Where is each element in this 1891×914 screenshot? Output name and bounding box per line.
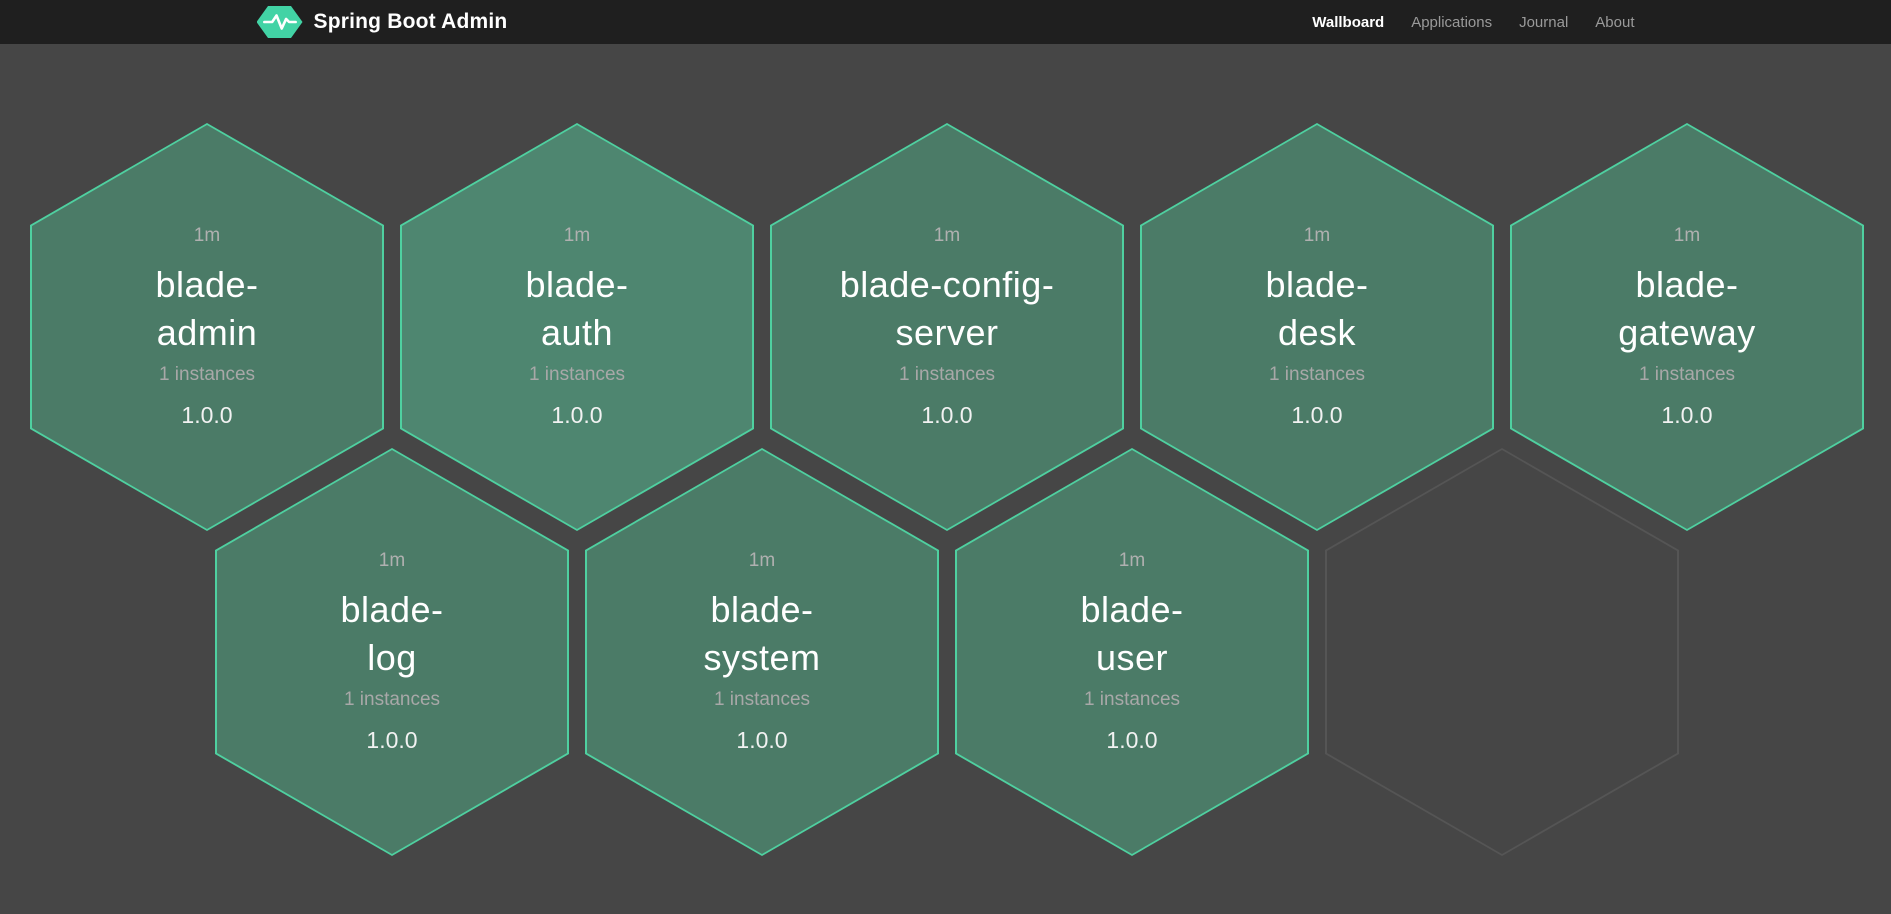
hexagon-body: 1m blade- log 1 instances 1.0.0	[217, 450, 567, 854]
app-hexagon-blade-user[interactable]: 1m blade- user 1 instances 1.0.0	[955, 448, 1309, 856]
uptime-label: 1m	[378, 550, 406, 571]
app-name: blade- system	[703, 586, 820, 682]
nav-item-about[interactable]: About	[1595, 13, 1635, 31]
app-name-line: gateway	[1618, 312, 1756, 353]
instances-label: 1 instances	[158, 364, 256, 385]
uptime-label: 1m	[563, 225, 591, 246]
app-name: blade- gateway	[1618, 261, 1756, 357]
version-label: 1.0.0	[736, 727, 788, 753]
app-name-line: blade-	[155, 264, 259, 305]
uptime-label: 1m	[1673, 225, 1701, 246]
hexagon-body: 1m blade-config- server 1 instances 1.0.…	[772, 125, 1122, 529]
navbar-container: Spring Boot Admin Wallboard Applications…	[256, 6, 1635, 38]
app-name-line: blade-	[1265, 264, 1369, 305]
wallboard: 1m blade- admin 1 instances 1.0.0 1m bla…	[0, 44, 1891, 914]
app-hexagon-blade-config-server[interactable]: 1m blade-config- server 1 instances 1.0.…	[770, 123, 1124, 531]
version-label: 1.0.0	[1291, 402, 1343, 428]
app-name-line: blade-	[710, 589, 814, 630]
app-hexagon-blade-log[interactable]: 1m blade- log 1 instances 1.0.0	[215, 448, 569, 856]
app-hexagon-blade-gateway[interactable]: 1m blade- gateway 1 instances 1.0.0	[1510, 123, 1864, 531]
hexagon-body: 1m blade- admin 1 instances 1.0.0	[32, 125, 382, 529]
empty-placeholder-hexagon	[1325, 448, 1679, 856]
app-name: blade- log	[340, 586, 443, 682]
hexagon-body	[1327, 450, 1677, 854]
uptime-label: 1m	[1118, 550, 1146, 571]
version-label: 1.0.0	[551, 402, 603, 428]
brand-link[interactable]: Spring Boot Admin	[256, 6, 508, 38]
version-label: 1.0.0	[921, 402, 973, 428]
app-name: blade-config- server	[840, 261, 1055, 357]
uptime-label: 1m	[1303, 225, 1331, 246]
uptime-label: 1m	[933, 225, 961, 246]
instances-label: 1 instances	[713, 689, 811, 710]
uptime-label: 1m	[748, 550, 776, 571]
version-label: 1.0.0	[1661, 402, 1713, 428]
app-name-line: user	[1095, 637, 1168, 678]
app-hexagon-blade-admin[interactable]: 1m blade- admin 1 instances 1.0.0	[30, 123, 384, 531]
app-name-line: system	[703, 637, 821, 678]
top-navbar: Spring Boot Admin Wallboard Applications…	[0, 0, 1891, 44]
hexagon-body: 1m blade- user 1 instances 1.0.0	[957, 450, 1307, 854]
app-name: blade- desk	[1265, 261, 1368, 357]
version-label: 1.0.0	[181, 402, 233, 428]
app-name: blade- user	[1080, 586, 1183, 682]
instances-label: 1 instances	[1638, 364, 1736, 385]
main-nav: Wallboard Applications Journal About	[1312, 14, 1634, 31]
app-hexagon-blade-auth[interactable]: 1m blade- auth 1 instances 1.0.0	[400, 123, 754, 531]
version-label: 1.0.0	[366, 727, 418, 753]
nav-item-applications[interactable]: Applications	[1411, 13, 1493, 31]
version-label: 1.0.0	[1106, 727, 1158, 753]
app-hexagon-blade-desk[interactable]: 1m blade- desk 1 instances 1.0.0	[1140, 123, 1494, 531]
app-name-line: log	[367, 637, 417, 678]
uptime-label: 1m	[193, 225, 221, 246]
instances-label: 1 instances	[528, 364, 626, 385]
app-name: blade- admin	[155, 261, 258, 357]
app-name-line: auth	[540, 312, 614, 353]
hexagon-body: 1m blade- auth 1 instances 1.0.0	[402, 125, 752, 529]
app-name-line: blade-config-	[839, 264, 1055, 305]
app-name-line: blade-	[1635, 264, 1739, 305]
hexagon-body: 1m blade- desk 1 instances 1.0.0	[1142, 125, 1492, 529]
instances-label: 1 instances	[343, 689, 441, 710]
app-name-line: blade-	[525, 264, 629, 305]
app-name: blade- auth	[525, 261, 628, 357]
app-name-line: server	[895, 312, 999, 353]
pulse-hexagon-logo-icon	[256, 6, 303, 38]
app-name-line: desk	[1277, 312, 1357, 353]
hexagon-body: 1m blade- gateway 1 instances 1.0.0	[1512, 125, 1862, 529]
instances-label: 1 instances	[898, 364, 996, 385]
app-title: Spring Boot Admin	[313, 10, 508, 33]
app-name-line: admin	[156, 312, 258, 353]
pulse-line-icon	[262, 14, 297, 30]
app-name-line: blade-	[1080, 589, 1184, 630]
nav-item-wallboard[interactable]: Wallboard	[1312, 13, 1385, 31]
instances-label: 1 instances	[1083, 689, 1181, 710]
instances-label: 1 instances	[1268, 364, 1366, 385]
hexagon-body: 1m blade- system 1 instances 1.0.0	[587, 450, 937, 854]
app-hexagon-blade-system[interactable]: 1m blade- system 1 instances 1.0.0	[585, 448, 939, 856]
nav-item-journal[interactable]: Journal	[1519, 13, 1569, 31]
app-name-line: blade-	[340, 589, 444, 630]
